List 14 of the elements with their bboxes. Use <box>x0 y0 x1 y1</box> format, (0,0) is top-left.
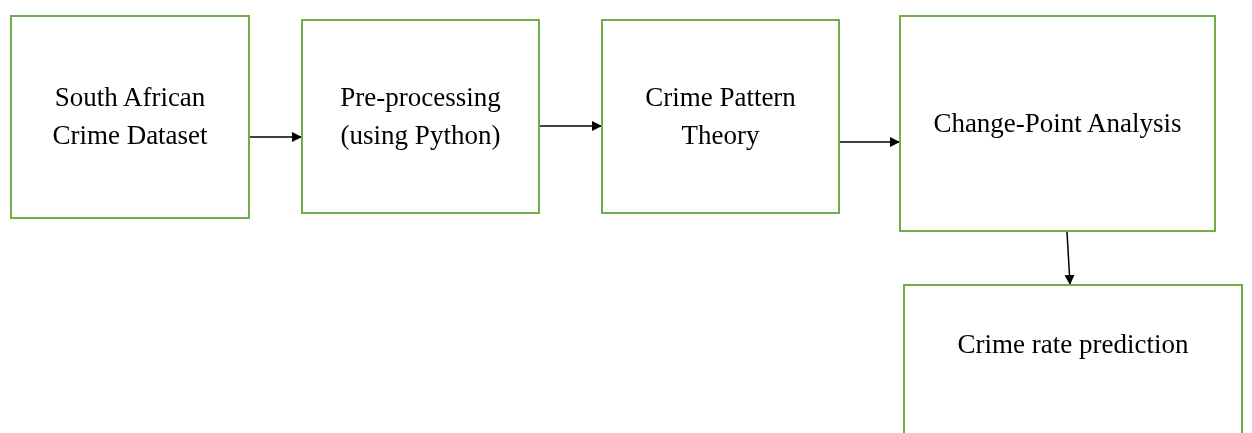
process-box <box>903 284 1243 433</box>
process-box <box>10 15 250 219</box>
arrow <box>839 137 900 147</box>
arrow <box>539 121 602 131</box>
box-label: Pre-processing (using Python) <box>339 80 502 152</box>
arrow <box>1064 231 1075 285</box>
process-box <box>601 19 840 214</box>
box-label: Crime Pattern Theory <box>644 80 797 152</box>
box-label: Crime rate prediction <box>957 328 1189 362</box>
process-box <box>899 15 1216 232</box>
arrow <box>249 132 302 142</box>
box-label: Change-Point Analysis <box>933 106 1182 140</box>
process-box <box>301 19 540 214</box>
box-label: South African Crime Dataset <box>51 81 209 152</box>
